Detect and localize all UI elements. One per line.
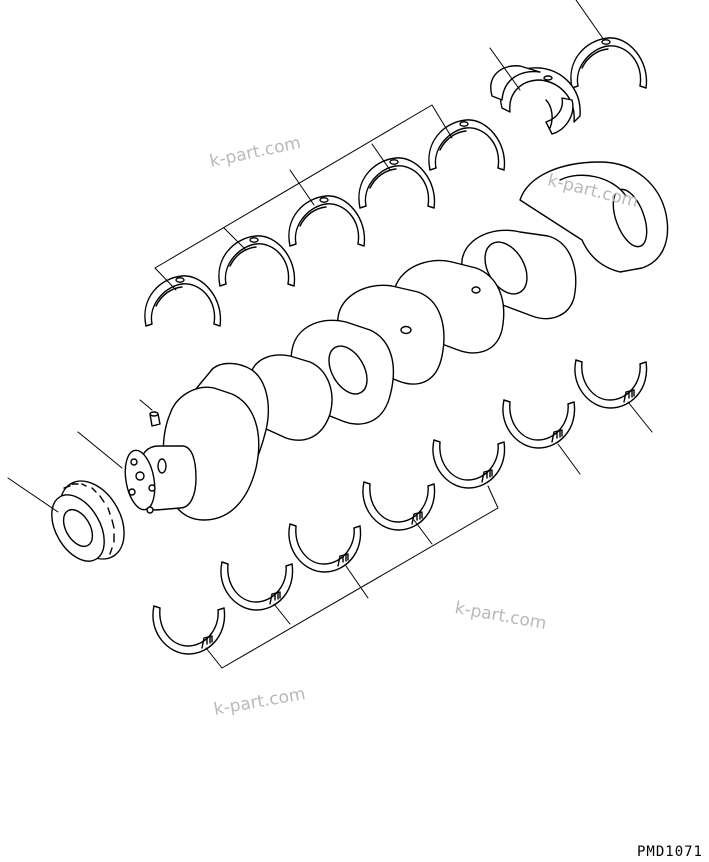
drawing-code: PMD1071 bbox=[636, 844, 703, 860]
dowel-pin bbox=[149, 411, 161, 427]
thrust-bearing bbox=[490, 65, 581, 135]
upper-bearing-shell bbox=[358, 157, 436, 209]
lower-bearing-shell bbox=[220, 561, 294, 611]
crankshaft-gear bbox=[51, 480, 125, 562]
lower-bearing-shell bbox=[502, 399, 576, 449]
lower-bearing-shell bbox=[432, 439, 506, 489]
gear-callouts bbox=[7, 399, 153, 513]
upper-bearing-shell bbox=[288, 195, 366, 247]
lower-bearing-callout bbox=[205, 401, 653, 669]
lower-bearing-shell bbox=[152, 605, 226, 655]
upper-bearing-shell bbox=[218, 235, 296, 287]
lower-bearing-shell bbox=[362, 481, 436, 531]
lower-bearing-shell bbox=[288, 523, 362, 573]
upper-bearing-callout bbox=[154, 0, 605, 291]
crankshaft bbox=[124, 161, 669, 521]
upper-bearing-shell bbox=[570, 37, 648, 89]
lower-bearing-shell bbox=[574, 359, 648, 409]
upper-bearing-shell bbox=[428, 119, 506, 171]
upper-bearing-shell bbox=[144, 275, 222, 327]
